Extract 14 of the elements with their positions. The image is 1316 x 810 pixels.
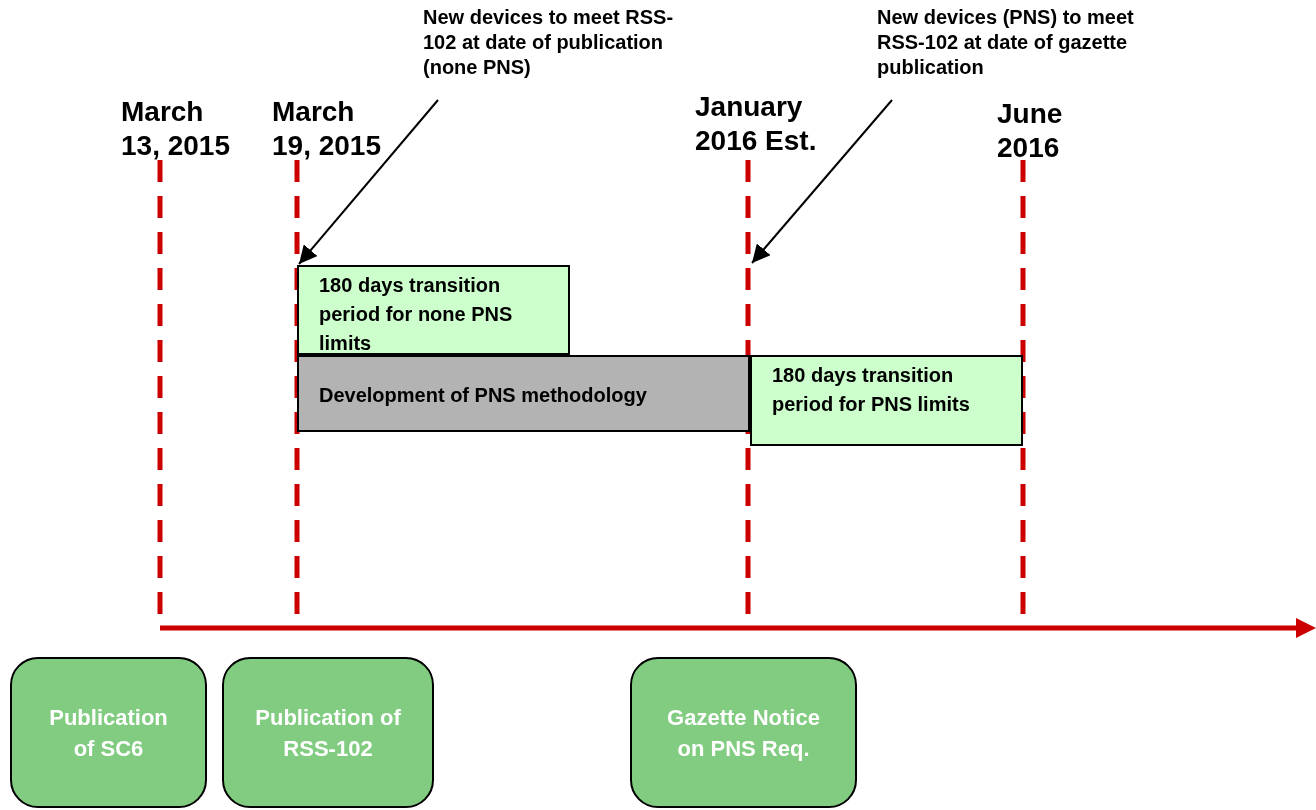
leader-arrow (298, 99, 439, 265)
date-label: June 2016 (997, 97, 1064, 165)
milestone-box: Publication of RSS-102 (222, 657, 434, 808)
leader-arrow (751, 99, 893, 264)
date-label: March 19, 2015 (272, 95, 382, 163)
date-label: March 13, 2015 (121, 95, 231, 163)
transition-period-bar: 180 days transition period for none PNS limits (297, 265, 570, 355)
development-period-bar: Development of PNS methodology (297, 355, 750, 432)
callout-text: New devices (PNS) to meet RSS-102 at date of gazette publication (877, 5, 1142, 83)
milestone-box: Gazette Notice on PNS Req. (630, 657, 857, 808)
date-label: January 2016 Est. (695, 90, 818, 158)
callout-text: New devices to meet RSS-102 at date of publication (none PNS) (423, 5, 703, 83)
milestone-box: Publication of SC6 (10, 657, 207, 808)
transition-period-bar: 180 days transition period for PNS limits (750, 355, 1023, 446)
